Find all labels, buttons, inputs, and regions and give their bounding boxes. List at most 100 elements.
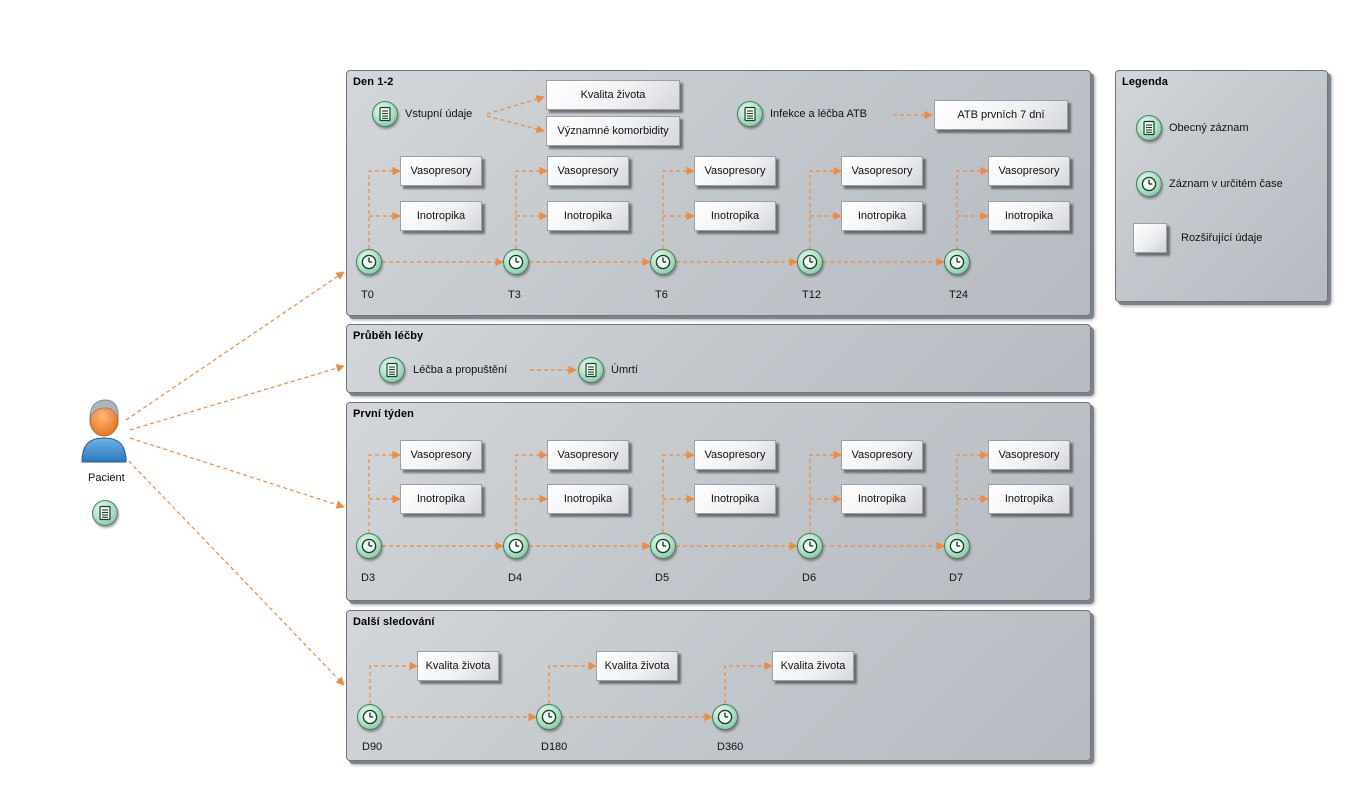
- box-vasopressors[interactable]: Vasopresory: [400, 440, 482, 470]
- legend-label-general-record: Obecný záznam: [1169, 122, 1249, 134]
- box-inotropics[interactable]: Inotropika: [400, 484, 482, 514]
- timepoint-label: D5: [655, 572, 670, 584]
- patient-arrow: [129, 364, 345, 431]
- clock-icon: [802, 254, 818, 270]
- record-node-treatment-discharge[interactable]: [379, 357, 405, 383]
- timepoint-node-followup-2[interactable]: [712, 704, 738, 730]
- box-inotropics[interactable]: Inotropika: [988, 484, 1070, 514]
- legend-clock-node: [1136, 171, 1162, 197]
- legend-extension-box: [1133, 223, 1167, 253]
- person-icon: [81, 399, 127, 463]
- clock-icon: [541, 709, 557, 725]
- clock-icon: [655, 254, 671, 270]
- document-icon: [386, 362, 398, 378]
- timepoint-label: D360: [717, 741, 744, 753]
- clock-icon: [802, 538, 818, 554]
- document-icon: [99, 505, 111, 521]
- timepoint-node-day12-0[interactable]: [356, 249, 382, 275]
- legend-label-timed-record: Záznam v určitém čase: [1169, 178, 1283, 190]
- record-label-death: Úmrtí: [611, 364, 638, 376]
- record-label-intake: Vstupní údaje: [405, 108, 473, 120]
- box-quality-of-life[interactable]: Kvalita života: [772, 651, 854, 681]
- clock-icon: [361, 254, 377, 270]
- timepoint-label: T3: [508, 289, 521, 301]
- box-inotropics[interactable]: Inotropika: [547, 484, 629, 514]
- timepoint-label: D180: [541, 741, 568, 753]
- timepoint-label: T0: [361, 289, 374, 301]
- box-quality-of-life[interactable]: Kvalita života: [596, 651, 678, 681]
- timepoint-label: D7: [949, 572, 964, 584]
- legend-label-extension: Rozšiřující údaje: [1181, 232, 1263, 244]
- section-title: Den 1-2: [353, 76, 394, 88]
- timepoint-label: D3: [361, 572, 376, 584]
- timepoint-node-followup-1[interactable]: [536, 704, 562, 730]
- section-title: Průběh léčby: [353, 330, 424, 342]
- clock-icon: [1141, 176, 1157, 192]
- box-vasopressors[interactable]: Vasopresory: [841, 440, 923, 470]
- record-label-treatment-discharge: Léčba a propuštění: [413, 364, 508, 376]
- timepoint-node-week-3[interactable]: [797, 533, 823, 559]
- patient-arrow: [125, 271, 345, 421]
- record-label-infection: Infekce a léčba ATB: [770, 108, 868, 120]
- record-node-death[interactable]: [578, 357, 604, 383]
- box-inotropics[interactable]: Inotropika: [841, 201, 923, 231]
- box-vasopressors[interactable]: Vasopresory: [694, 156, 776, 186]
- timepoint-label: T6: [655, 289, 668, 301]
- document-icon: [585, 362, 597, 378]
- section-title: Další sledování: [353, 616, 435, 628]
- clock-icon: [949, 538, 965, 554]
- timepoint-node-day12-1[interactable]: [503, 249, 529, 275]
- patient-arrow: [123, 455, 345, 686]
- record-node-intake[interactable]: [372, 101, 398, 127]
- box-comorbidities[interactable]: Významné komorbidity: [546, 116, 680, 146]
- section-title: První týden: [353, 408, 415, 420]
- timepoint-node-week-0[interactable]: [356, 533, 382, 559]
- section-treatment-course: Průběh léčby: [346, 324, 1091, 393]
- document-icon: [379, 106, 391, 122]
- timepoint-label: D6: [802, 572, 817, 584]
- box-inotropics[interactable]: Inotropika: [988, 201, 1070, 231]
- clock-icon: [655, 538, 671, 554]
- timepoint-node-day12-2[interactable]: [650, 249, 676, 275]
- timepoint-label: D4: [508, 572, 523, 584]
- box-atb-first-7-days[interactable]: ATB prvních 7 dní: [934, 100, 1068, 130]
- timepoint-node-day12-3[interactable]: [797, 249, 823, 275]
- document-icon: [744, 106, 756, 122]
- timepoint-node-week-2[interactable]: [650, 533, 676, 559]
- legend-title: Legenda: [1122, 76, 1168, 88]
- box-inotropics[interactable]: Inotropika: [547, 201, 629, 231]
- patient-record-node[interactable]: [92, 500, 118, 526]
- timepoint-label: T12: [802, 289, 821, 301]
- box-vasopressors[interactable]: Vasopresory: [841, 156, 923, 186]
- timepoint-label: T24: [949, 289, 968, 301]
- box-vasopressors[interactable]: Vasopresory: [988, 156, 1070, 186]
- box-inotropics[interactable]: Inotropika: [694, 201, 776, 231]
- box-inotropics[interactable]: Inotropika: [694, 484, 776, 514]
- box-vasopressors[interactable]: Vasopresory: [988, 440, 1070, 470]
- section-follow-up: Další sledování: [346, 610, 1091, 761]
- clock-icon: [361, 538, 377, 554]
- timepoint-node-followup-0[interactable]: [357, 704, 383, 730]
- timepoint-node-week-4[interactable]: [944, 533, 970, 559]
- box-vasopressors[interactable]: Vasopresory: [400, 156, 482, 186]
- document-icon: [1143, 120, 1155, 136]
- box-inotropics[interactable]: Inotropika: [400, 201, 482, 231]
- timepoint-label: D90: [362, 741, 383, 753]
- patient-avatar: [78, 396, 130, 464]
- box-inotropics[interactable]: Inotropika: [841, 484, 923, 514]
- legend-document-node: [1136, 115, 1162, 141]
- timepoint-node-day12-4[interactable]: [944, 249, 970, 275]
- box-vasopressors[interactable]: Vasopresory: [547, 440, 629, 470]
- clock-icon: [508, 538, 524, 554]
- clock-icon: [362, 709, 378, 725]
- box-quality-of-life[interactable]: Kvalita života: [417, 651, 499, 681]
- timepoint-node-week-1[interactable]: [503, 533, 529, 559]
- box-vasopressors[interactable]: Vasopresory: [547, 156, 629, 186]
- box-quality-of-life[interactable]: Kvalita života: [546, 80, 680, 110]
- clock-icon: [949, 254, 965, 270]
- clock-icon: [508, 254, 524, 270]
- patient-label: Pacient: [88, 472, 125, 484]
- clock-icon: [717, 709, 733, 725]
- box-vasopressors[interactable]: Vasopresory: [694, 440, 776, 470]
- record-node-infection[interactable]: [737, 101, 763, 127]
